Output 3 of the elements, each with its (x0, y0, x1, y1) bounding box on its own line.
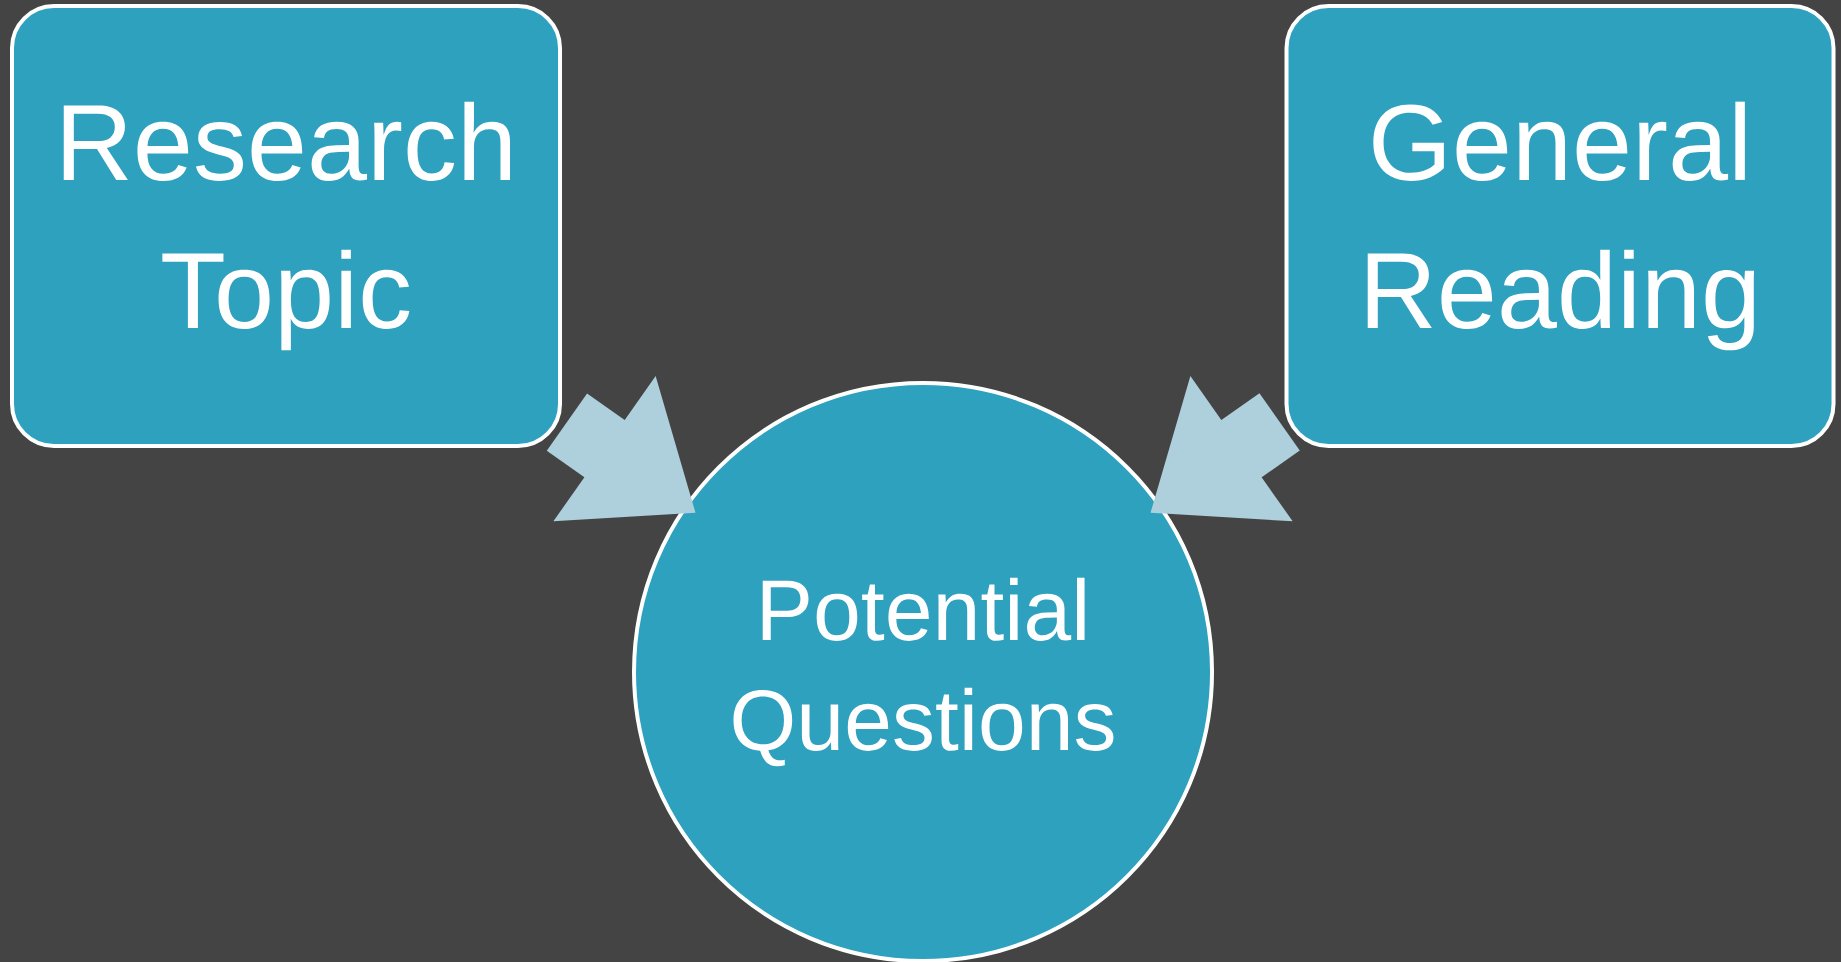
circle-node: Potential Questions (632, 381, 1214, 962)
rounded-box: General Reading (1284, 4, 1836, 448)
rounded-box: Research Topic (10, 4, 562, 448)
